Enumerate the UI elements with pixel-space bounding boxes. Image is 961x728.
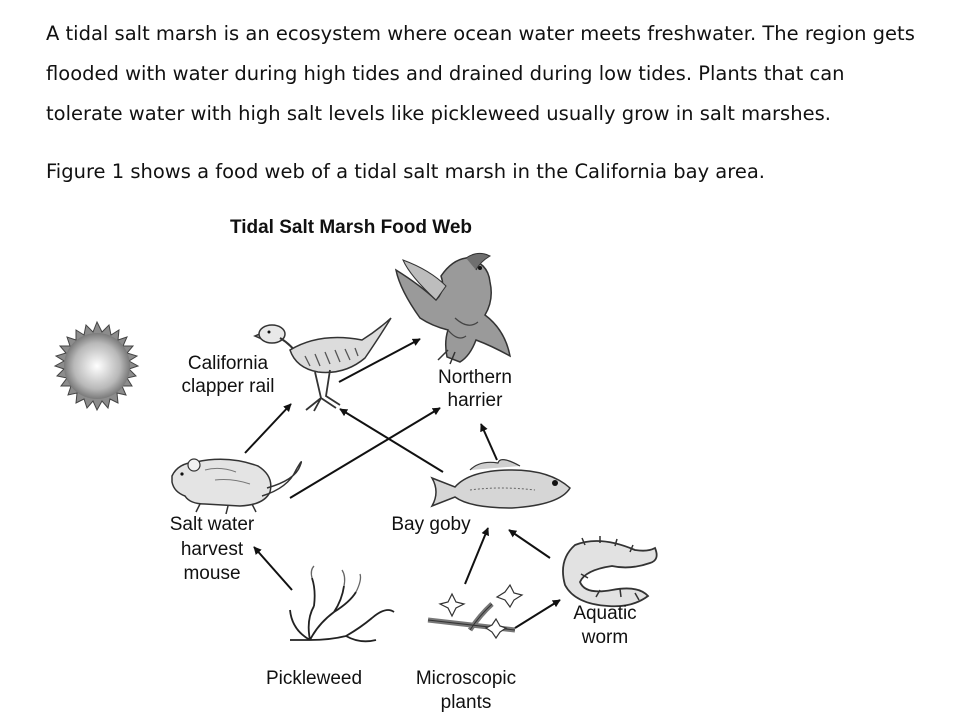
label-pickleweed: Pickleweed — [266, 668, 362, 689]
label-worm-1: Aquatic — [573, 603, 636, 624]
label-goby: Bay goby — [391, 514, 471, 535]
label-mouse-2: harvest — [181, 539, 244, 560]
harrier-icon — [396, 253, 510, 364]
worm-icon — [563, 536, 657, 606]
label-harrier-1: Northern — [438, 367, 512, 388]
label-mouse-1: Salt water — [170, 514, 255, 535]
label-clapper-rail-1: California — [188, 353, 269, 374]
sun-icon — [55, 322, 138, 410]
label-worm-2: worm — [581, 627, 628, 648]
label-micro-2: plants — [441, 692, 492, 713]
microscopic-plants-icon — [428, 585, 522, 638]
label-harrier-2: harrier — [448, 390, 504, 411]
mouse-icon — [172, 459, 301, 514]
label-mouse-3: mouse — [183, 563, 240, 584]
label-clapper-rail-2: clapper rail — [182, 376, 275, 397]
pickleweed-icon — [290, 566, 394, 641]
label-micro-1: Microscopic — [416, 668, 516, 689]
diagram-title: Tidal Salt Marsh Food Web — [230, 217, 472, 238]
goby-icon — [432, 460, 570, 508]
